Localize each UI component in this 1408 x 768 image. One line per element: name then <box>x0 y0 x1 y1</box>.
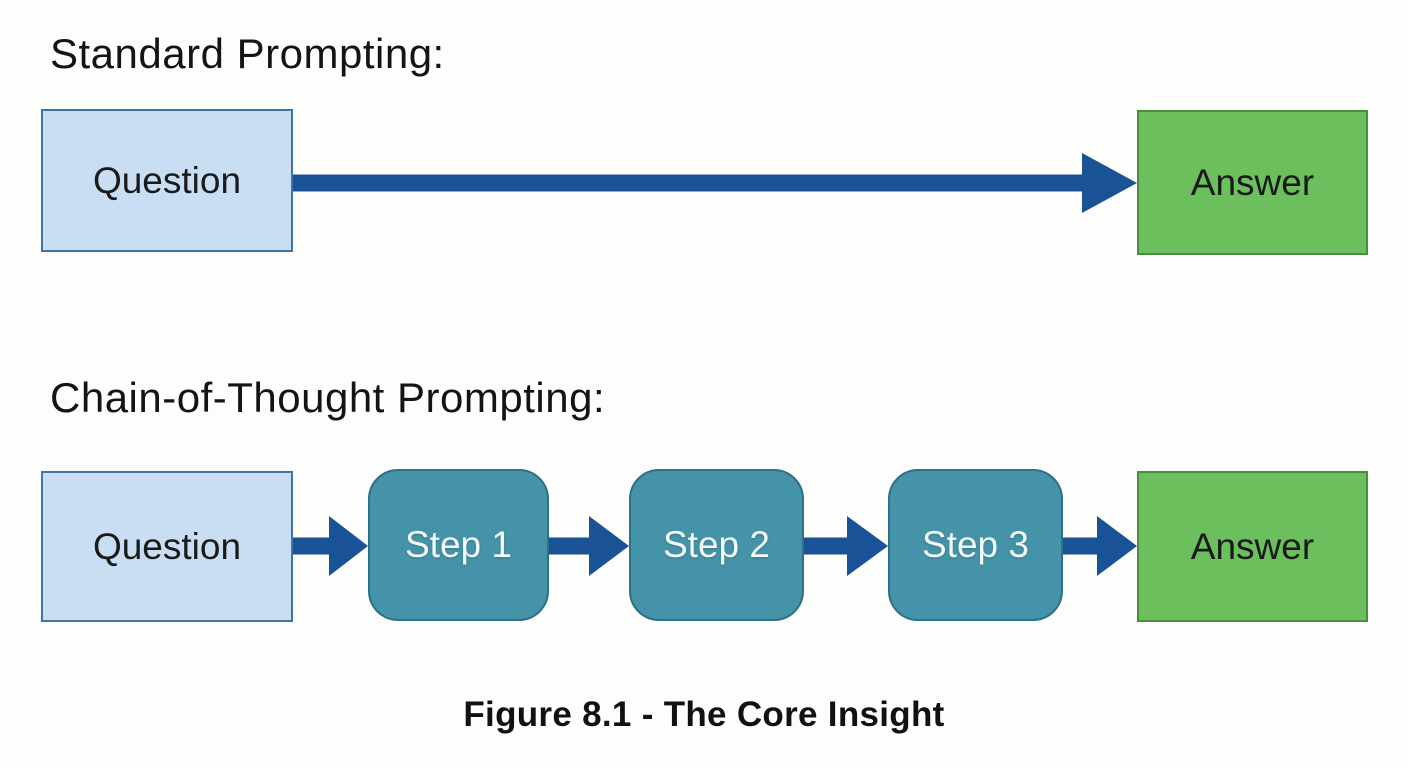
cot-question-label: Question <box>92 525 242 567</box>
cot-step-3-node: Step 3 <box>888 469 1063 621</box>
standard-answer-label: Answer <box>1190 161 1315 203</box>
standard-flow-arrow-icon <box>293 153 1137 213</box>
cot-step-3-label: Step 3 <box>922 524 1029 565</box>
cot-step-1-node: Step 1 <box>368 469 549 621</box>
cot-arrow-4-icon <box>1063 516 1137 576</box>
cot-step-2-node: Step 2 <box>629 469 804 621</box>
cot-arrow-1-icon <box>293 516 368 576</box>
cot-arrow-2-icon <box>549 516 629 576</box>
cot-step-1-label: Step 1 <box>405 524 512 565</box>
cot-question-node: Question <box>41 471 293 622</box>
standard-question-node: Question <box>41 109 293 252</box>
cot-answer-node: Answer <box>1137 471 1368 622</box>
standard-question-label: Question <box>92 159 242 201</box>
standard-answer-node: Answer <box>1137 110 1368 255</box>
cot-arrow-3-icon <box>804 516 888 576</box>
cot-answer-label: Answer <box>1190 525 1315 567</box>
cot-step-2-label: Step 2 <box>663 524 770 565</box>
figure-caption: Figure 8.1 - The Core Insight <box>463 695 945 734</box>
standard-prompting-heading: Standard Prompting: <box>50 30 445 77</box>
cot-prompting-heading: Chain-of-Thought Prompting: <box>50 374 606 421</box>
